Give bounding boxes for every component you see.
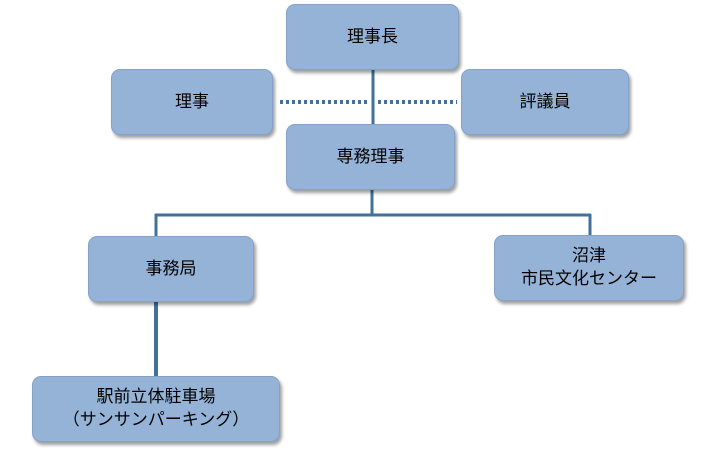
node-chairman: 理事長 (286, 4, 459, 70)
node-parking-line-2: （サンサンパーキング） (62, 410, 250, 430)
node-secretariat: 事務局 (88, 236, 254, 302)
node-parking: 駅前立体駐車場 （サンサンパーキング） (32, 376, 280, 442)
node-chairman-label: 理事長 (347, 26, 398, 47)
node-culture-center-line-1: 沼津 (572, 246, 606, 266)
node-culture-center: 沼津 市民文化センター (494, 235, 684, 301)
node-executive-director: 専務理事 (286, 124, 455, 190)
node-director: 理事 (111, 69, 273, 135)
node-director-label: 理事 (175, 91, 209, 112)
node-parking-line-1: 駅前立体駐車場 (96, 387, 216, 407)
node-councilor-label: 評議員 (519, 91, 571, 112)
node-councilor: 評議員 (461, 69, 629, 135)
node-culture-center-line-2: 市民文化センター (521, 269, 657, 289)
node-secretariat-label: 事務局 (145, 258, 197, 279)
node-executive-director-label: 専務理事 (336, 146, 405, 167)
